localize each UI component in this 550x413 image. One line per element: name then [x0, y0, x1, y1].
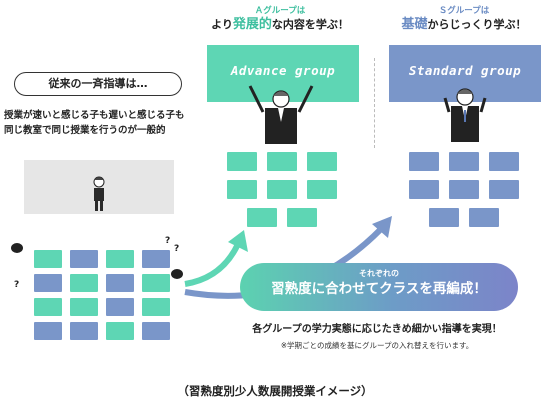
group-a-caption-post: な内容を学ぶ！: [271, 18, 349, 31]
desk: [469, 208, 499, 227]
arrow-to-advance: [184, 242, 241, 287]
desk: [70, 298, 98, 316]
footnote: ※学期ごとの成績を基にグループの入れ替えを行います。: [280, 341, 474, 350]
desk: [227, 152, 257, 171]
group-s-caption-highlight: 基礎: [401, 17, 428, 32]
desk: [267, 180, 297, 199]
confused-bubble-icon: [11, 243, 23, 253]
desk: [34, 322, 62, 340]
group-s-caption: Ｓグループは 基礎からじっくり学ぶ！: [384, 4, 544, 32]
desk: [106, 298, 134, 316]
group-divider: [374, 58, 375, 148]
arrow-to-standard-head: [372, 216, 392, 238]
desk: [142, 274, 170, 292]
desk: [287, 208, 317, 227]
question-mark-icon: ?: [165, 236, 171, 246]
teacher-illustration: [93, 176, 105, 211]
question-mark-icon: ?: [174, 244, 180, 254]
desk: [70, 274, 98, 292]
banner-small-text: それぞれの: [359, 269, 399, 278]
desk: [227, 180, 257, 199]
group-a-caption-top: Ａグループは: [254, 6, 306, 16]
group-s-caption-top: Ｓグループは: [438, 6, 490, 16]
desk: [142, 298, 170, 316]
standard-group-label: Standard group: [408, 63, 522, 78]
group-a-caption: Ａグループは より発展的な内容を学ぶ！: [205, 4, 355, 32]
desk: [489, 180, 519, 199]
desk: [409, 180, 439, 199]
description-line-1: 授業が速いと感じる子も遅いと感じる子も: [4, 110, 185, 121]
desk: [34, 274, 62, 292]
confused-bubble-icon: [171, 269, 183, 279]
group-s-caption-post: からじっくり学ぶ！: [427, 18, 527, 31]
desk: [106, 274, 134, 292]
desk: [106, 250, 134, 268]
desk: [142, 322, 170, 340]
desk: [247, 208, 277, 227]
banner-large-text: 習熟度に合わせてクラスを再編成！: [271, 281, 487, 297]
question-mark-icon: ?: [14, 280, 20, 290]
advance-teacher-illustration: [248, 85, 314, 144]
desk: [307, 152, 337, 171]
desk: [70, 322, 98, 340]
traditional-teaching-description: 授業が速いと感じる子も遅いと感じる子も 同じ教室で同じ授業を行うのが一般的: [4, 108, 204, 138]
figure-caption: （習熟度別少人数展開授業イメージ）: [177, 384, 373, 398]
desk: [34, 298, 62, 316]
desk: [489, 152, 519, 171]
traditional-teaching-pill: 従来の一斉指導は…: [14, 72, 182, 96]
desk: [34, 250, 62, 268]
description-line-2: 同じ教室で同じ授業を行うのが一般的: [4, 125, 166, 136]
group-a-caption-highlight: 発展的: [232, 17, 272, 32]
desk: [409, 152, 439, 171]
desk: [70, 250, 98, 268]
desk: [449, 152, 479, 171]
desk: [429, 208, 459, 227]
regroup-banner: それぞれの 習熟度に合わせてクラスを再編成！: [240, 263, 518, 311]
main-description: 各グループの学力実態に応じたきめ細かい指導を実現！: [252, 324, 502, 335]
desk: [106, 322, 134, 340]
arrow-to-advance-head: [228, 230, 248, 252]
standard-group-board: Standard group: [389, 45, 541, 102]
advance-group-label: Advance group: [230, 63, 336, 78]
desk: [142, 250, 170, 268]
desk: [307, 180, 337, 199]
desk: [449, 180, 479, 199]
desk: [267, 152, 297, 171]
group-a-caption-pre: より: [211, 18, 233, 31]
standard-teacher-illustration: [443, 88, 487, 142]
